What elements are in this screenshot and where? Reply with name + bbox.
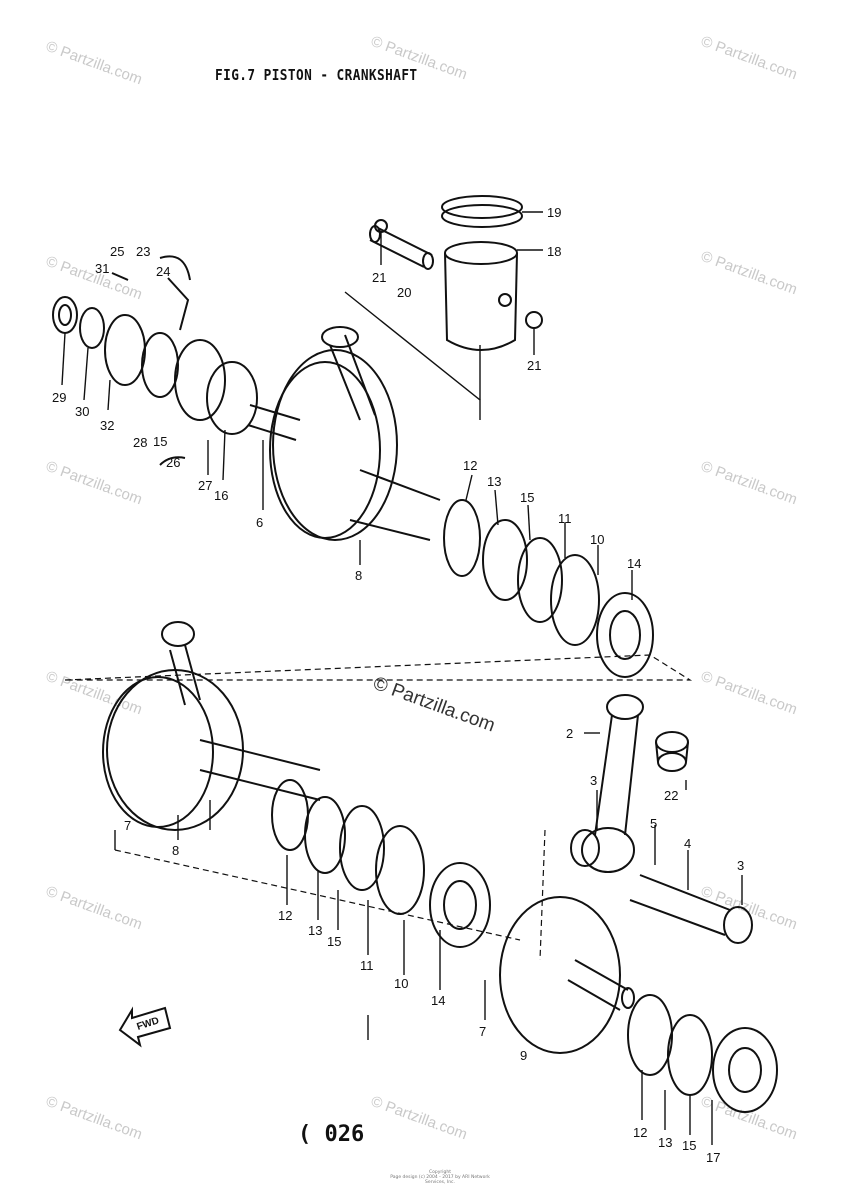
callout-3: 3 bbox=[590, 773, 597, 788]
fwd-arrow: FWD bbox=[118, 1006, 172, 1048]
callout-15: 15 bbox=[153, 434, 167, 449]
callout-5: 5 bbox=[650, 816, 657, 831]
watermark: © Partzilla.com bbox=[369, 33, 470, 84]
callout-19: 19 bbox=[547, 205, 561, 220]
watermark: © Partzilla.com bbox=[699, 883, 800, 934]
callout-17: 17 bbox=[706, 1150, 720, 1165]
callout-13: 13 bbox=[487, 474, 501, 489]
callout-26: 26 bbox=[166, 455, 180, 470]
watermark-group: © Partzilla.com © Partzilla.com © Partzi… bbox=[44, 33, 800, 1144]
copyright-footer: Copyright Page design (c) 2004 - 2017 by… bbox=[380, 1170, 500, 1185]
crank-pin bbox=[570, 829, 753, 944]
callout-12: 12 bbox=[463, 458, 477, 473]
watermark: © Partzilla.com bbox=[699, 33, 800, 84]
callout-32: 32 bbox=[100, 418, 114, 433]
callout-7: 7 bbox=[479, 1024, 486, 1039]
callout-16: 16 bbox=[214, 488, 228, 503]
piston-rings bbox=[441, 195, 543, 228]
lower-bearings bbox=[271, 779, 491, 948]
callout-14: 14 bbox=[627, 556, 641, 571]
callout-18: 18 bbox=[547, 244, 561, 259]
figure-title: FIG.7 PISTON - CRANKSHAFT bbox=[215, 66, 418, 84]
callout-11: 11 bbox=[558, 511, 572, 526]
callout-7: 7 bbox=[124, 818, 131, 833]
copyright-line: Copyright bbox=[429, 1170, 451, 1175]
watermark-center: © Partzilla.com bbox=[370, 673, 497, 737]
callout-27: 27 bbox=[198, 478, 212, 493]
crankshaft-left-upper bbox=[247, 326, 441, 541]
callout-12: 12 bbox=[278, 908, 292, 923]
crankshaft-left-lower bbox=[102, 621, 321, 831]
copyright-line: Page design (c) 2004 - 2017 by ARI Netwo… bbox=[390, 1175, 490, 1185]
watermark: © Partzilla.com bbox=[44, 1093, 145, 1144]
callout-2: 2 bbox=[566, 726, 573, 741]
watermark: © Partzilla.com bbox=[44, 883, 145, 934]
callout-15: 15 bbox=[520, 490, 534, 505]
needle-bearing bbox=[655, 731, 689, 772]
callout-10: 10 bbox=[394, 976, 408, 991]
watermark: © Partzilla.com bbox=[44, 38, 145, 89]
callout-25: 25 bbox=[110, 244, 124, 259]
callout-13: 13 bbox=[308, 923, 322, 938]
callout-3: 3 bbox=[737, 858, 744, 873]
callout-6: 6 bbox=[256, 515, 263, 530]
callout-13: 13 bbox=[658, 1135, 672, 1150]
callout-28: 28 bbox=[133, 435, 147, 450]
crankshaft-right bbox=[499, 829, 635, 1054]
piston bbox=[444, 241, 543, 351]
lower-right-bearings bbox=[627, 994, 778, 1113]
callout-20: 20 bbox=[397, 285, 411, 300]
connecting-rod bbox=[581, 694, 644, 873]
callout-8: 8 bbox=[172, 843, 179, 858]
watermark: © Partzilla.com bbox=[699, 458, 800, 509]
callouts: 19 18 21 20 21 25 23 31 24 29 30 32 28 1… bbox=[52, 205, 744, 1165]
callout-15: 15 bbox=[327, 934, 341, 949]
watermark: © Partzilla.com bbox=[699, 248, 800, 299]
callout-30: 30 bbox=[75, 404, 89, 419]
callout-29: 29 bbox=[52, 390, 66, 405]
piston-pin bbox=[369, 225, 434, 270]
circlip bbox=[525, 311, 543, 329]
callout-24: 24 bbox=[156, 264, 170, 279]
callout-4: 4 bbox=[684, 836, 691, 851]
left-side-parts bbox=[52, 255, 258, 466]
callout-21: 21 bbox=[527, 358, 541, 373]
callout-10: 10 bbox=[590, 532, 604, 547]
callout-21: 21 bbox=[372, 270, 386, 285]
watermark: © Partzilla.com bbox=[699, 1093, 800, 1144]
watermark: © Partzilla.com bbox=[44, 668, 145, 719]
callout-14: 14 bbox=[431, 993, 445, 1008]
callout-23: 23 bbox=[136, 244, 150, 259]
callout-9: 9 bbox=[520, 1048, 527, 1063]
watermark: © Partzilla.com bbox=[44, 458, 145, 509]
callout-15: 15 bbox=[682, 1138, 696, 1153]
callout-22: 22 bbox=[664, 788, 678, 803]
callout-11: 11 bbox=[360, 958, 374, 973]
callout-8: 8 bbox=[355, 568, 362, 583]
watermark: © Partzilla.com bbox=[699, 668, 800, 719]
callout-12: 12 bbox=[633, 1125, 647, 1140]
callout-31: 31 bbox=[95, 261, 109, 276]
upper-bearings bbox=[443, 499, 654, 678]
page-number: ( 026 bbox=[298, 1122, 365, 1147]
watermark: © Partzilla.com bbox=[369, 1093, 470, 1144]
